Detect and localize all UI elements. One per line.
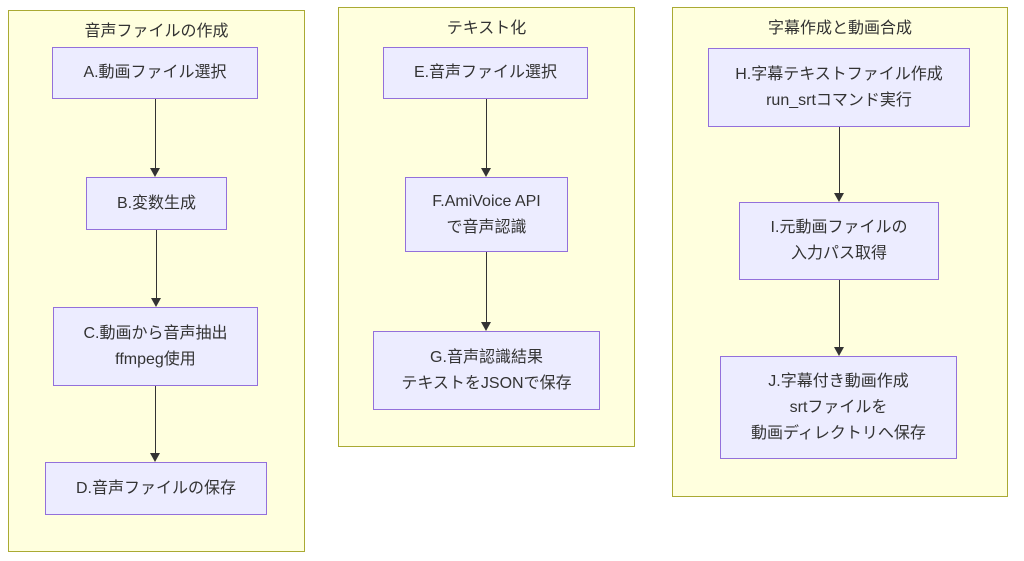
- node-c: C.動画から音声抽出 ffmpeg使用: [53, 307, 258, 386]
- arrow-a-to-b: [149, 99, 161, 177]
- node-label-line: ffmpeg使用: [115, 350, 196, 368]
- arrowhead-icon: [481, 168, 491, 177]
- node-label-line: 動画ディレクトリへ保存: [751, 424, 926, 442]
- arrowhead-icon: [834, 347, 844, 356]
- subgraph-title: テキスト化: [446, 20, 527, 37]
- arrow-i-to-j: [833, 280, 845, 356]
- node-label-line: G.音声認識結果: [430, 348, 543, 366]
- arrow-line: [485, 252, 487, 324]
- node-label-line: srtファイルを: [789, 398, 888, 416]
- arrowhead-icon: [834, 193, 844, 202]
- node-label-line: A.動画ファイル選択: [83, 64, 227, 81]
- node-d: D.音声ファイルの保存: [45, 462, 267, 515]
- node-label-line: J.字幕付き動画作成: [768, 372, 909, 390]
- arrow-f-to-g: [480, 252, 492, 331]
- node-label-line: で音声認識: [446, 218, 527, 236]
- subgraph-title: 音声ファイルの作成: [84, 23, 229, 40]
- arrow-line: [838, 280, 840, 349]
- node-label-line: H.字幕テキストファイル作成: [735, 65, 943, 83]
- node-label-line: B.変数生成: [116, 194, 197, 212]
- node-label-line: E.音声ファイル選択: [413, 64, 558, 81]
- arrowhead-icon: [151, 298, 161, 307]
- node-h: H.字幕テキストファイル作成 run_srtコマンド実行: [708, 48, 970, 127]
- arrow-b-to-c: [150, 230, 162, 307]
- arrow-line: [154, 386, 156, 455]
- node-label-line: F.AmiVoice API: [432, 192, 541, 210]
- arrow-e-to-f: [480, 99, 492, 177]
- node-label-line: D.音声ファイルの保存: [75, 479, 236, 497]
- arrow-line: [155, 230, 157, 300]
- arrow-line: [154, 99, 156, 170]
- node-f: F.AmiVoice API で音声認識: [405, 177, 568, 252]
- node-label-line: C.動画から音声抽出: [83, 324, 228, 342]
- arrowhead-icon: [481, 322, 491, 331]
- arrow-c-to-d: [149, 386, 161, 462]
- node-label-line: テキストをJSONで保存: [401, 374, 572, 392]
- node-g: G.音声認識結果 テキストをJSONで保存: [373, 331, 600, 410]
- node-e: E.音声ファイル選択: [383, 47, 588, 99]
- node-b: B.変数生成: [86, 177, 227, 230]
- arrow-line: [838, 127, 840, 195]
- arrowhead-icon: [150, 168, 160, 177]
- node-j: J.字幕付き動画作成 srtファイルを 動画ディレクトリへ保存: [720, 356, 957, 459]
- node-label-line: I.元動画ファイルの: [770, 219, 908, 236]
- arrow-line: [485, 99, 487, 170]
- subgraph-title: 字幕作成と動画合成: [767, 20, 912, 37]
- arrowhead-icon: [150, 453, 160, 462]
- node-label-line: 入力パス取得: [790, 245, 887, 262]
- node-label-line: run_srtコマンド実行: [766, 91, 912, 109]
- arrow-h-to-i: [833, 127, 845, 202]
- node-a: A.動画ファイル選択: [52, 47, 258, 99]
- node-i: I.元動画ファイルの 入力パス取得: [739, 202, 939, 280]
